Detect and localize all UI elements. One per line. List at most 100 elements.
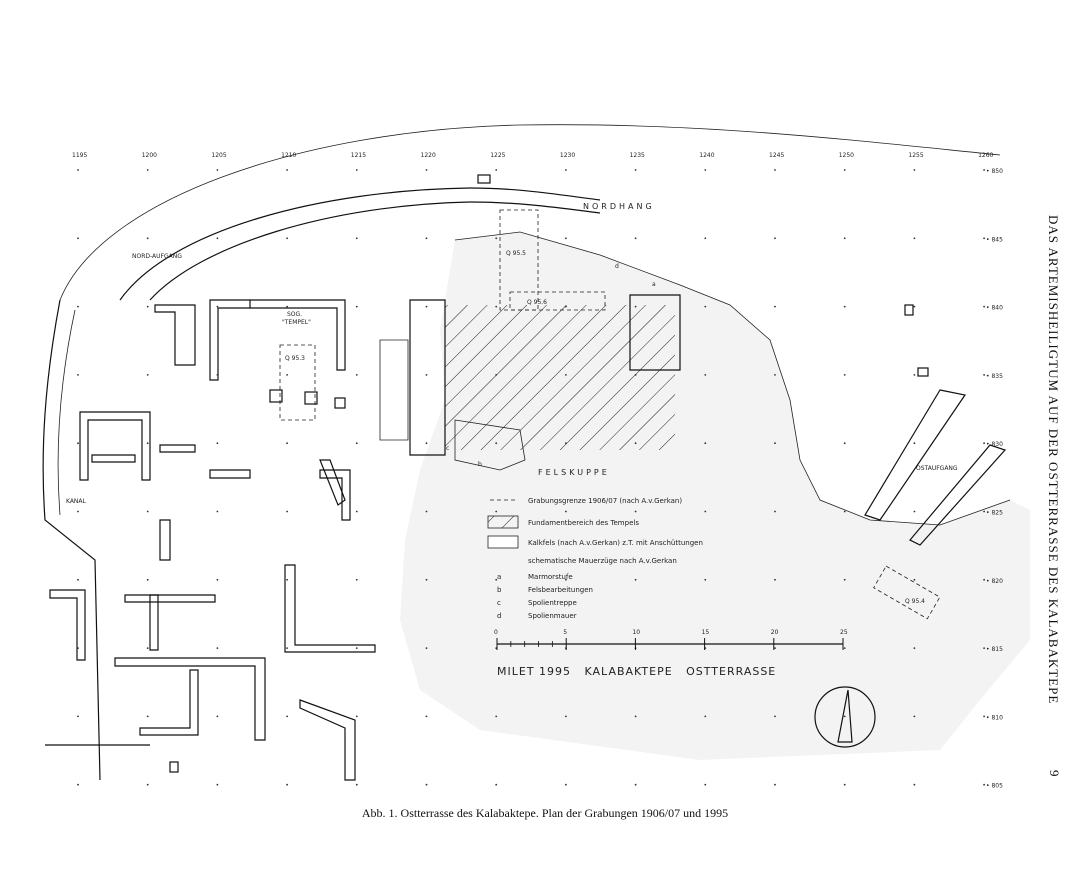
feature-small-3	[334, 397, 346, 409]
legend-key-c: c	[497, 599, 501, 607]
trench-label-q953: Q 95.3	[285, 355, 305, 362]
grid-cross	[286, 578, 288, 581]
grid-cross	[983, 510, 985, 513]
grid-cross	[774, 305, 776, 308]
grid-x-label: 1260	[978, 152, 993, 159]
grid-cross	[355, 237, 358, 240]
grid-cross	[843, 783, 846, 786]
legend-symbol-box	[487, 535, 519, 549]
grid-cross	[843, 715, 846, 718]
grid-y-label: • 850	[986, 168, 1003, 175]
grid-cross	[774, 783, 776, 786]
grid-cross	[77, 374, 79, 376]
grid-cross	[774, 442, 776, 445]
scale-label: 20	[771, 629, 779, 636]
grid-cross	[704, 169, 707, 171]
scale-label: 10	[632, 629, 640, 636]
grid-y-label: • 815	[986, 646, 1003, 653]
grid-y-label: • 835	[986, 373, 1003, 380]
grid-cross	[355, 442, 358, 445]
grid-cross	[355, 783, 358, 786]
grid-cross	[495, 305, 498, 308]
north-slope-road-outer	[119, 187, 601, 301]
west-edge-inner	[57, 309, 76, 516]
grid-cross	[77, 647, 79, 649]
grid-x-label: 1235	[630, 152, 645, 159]
grid-cross	[983, 442, 985, 445]
grid-cross	[77, 169, 79, 171]
trench-label-q956: Q 95.6	[527, 299, 547, 306]
grid-cross	[216, 169, 219, 171]
running-header: DAS ARTEMISHEILIGTUM AUF DER OSTTERRASSE…	[1046, 215, 1061, 705]
grid-cross	[774, 715, 776, 718]
temple-block-right	[629, 294, 681, 371]
grid-cross	[774, 510, 776, 513]
scale-label: 0	[494, 629, 498, 636]
legend-text-a: Marmorstufe	[528, 573, 573, 581]
grid-cross	[913, 510, 916, 513]
grid-cross	[355, 647, 358, 649]
felskuppe-outline	[454, 419, 526, 471]
north-slope-road-inner	[149, 201, 601, 301]
legend-text-mauerzuege: schematische Mauerzüge nach A.v.Gerkan	[528, 557, 677, 565]
grid-cross	[634, 237, 637, 240]
feature-small-4	[169, 761, 179, 773]
grid-x-label: 1200	[142, 152, 157, 159]
grid-cross	[77, 578, 79, 581]
grid-cross	[634, 305, 637, 308]
grid-cross	[565, 715, 567, 718]
grid-cross	[774, 169, 776, 171]
grid-cross	[913, 783, 916, 786]
stone-cluster-left	[379, 339, 409, 441]
grid-cross	[565, 169, 567, 171]
grid-cross	[286, 374, 288, 376]
grid-cross	[425, 783, 428, 786]
legend-text-fundament: Fundamentbereich des Tempels	[528, 519, 639, 527]
legend-key-b: b	[497, 586, 502, 594]
label-nordaufgang: NORD-AUFGANG	[132, 253, 182, 260]
grid-cross	[425, 442, 428, 445]
grid-crosses	[77, 169, 985, 786]
grid-cross	[216, 578, 219, 581]
grid-cross	[983, 783, 985, 786]
grid-cross	[913, 578, 916, 581]
grid-cross	[286, 510, 288, 513]
grid-cross	[634, 578, 637, 581]
grid-cross	[774, 237, 776, 240]
grid-cross	[843, 442, 846, 445]
grid-cross	[425, 305, 428, 308]
grid-cross	[77, 715, 79, 718]
grid-cross	[286, 715, 288, 718]
grid-y-label: • 845	[986, 236, 1003, 243]
grid-cross	[843, 647, 846, 649]
grid-cross	[355, 374, 358, 376]
schematic-walls	[49, 299, 376, 781]
grid-x-label: 1245	[769, 152, 784, 159]
grid-cross	[843, 169, 846, 171]
figure-caption: Abb. 1. Ostterrasse des Kalabaktepe. Pla…	[361, 806, 729, 820]
grid-cross	[913, 374, 916, 376]
trench-label-q955: Q 95.5	[506, 250, 526, 257]
grid-cross	[216, 715, 219, 718]
grid-cross	[983, 237, 985, 240]
grid-cross	[355, 715, 358, 718]
grid-cross	[77, 305, 79, 308]
grid-y-label: • 825	[986, 510, 1003, 517]
grid-cross	[77, 237, 79, 240]
grid-cross	[704, 237, 707, 240]
grid-y-label: • 840	[986, 305, 1003, 312]
grid-cross	[774, 647, 776, 649]
grid-cross	[843, 374, 846, 376]
legend-text-grabungsgrenze: Grabungsgrenze 1906/07 (nach A.v.Gerkan)	[528, 497, 682, 505]
grid-cross	[704, 442, 707, 445]
grid-cross	[913, 647, 916, 649]
feature-east-block-2	[917, 367, 929, 377]
grid-cross	[565, 578, 567, 581]
grid-cross	[77, 510, 79, 513]
grid-cross	[913, 169, 916, 171]
legend: Grabungsgrenze 1906/07 (nach A.v.Gerkan)…	[487, 497, 703, 620]
grid-cross	[355, 510, 358, 513]
grid-cross	[495, 578, 498, 581]
